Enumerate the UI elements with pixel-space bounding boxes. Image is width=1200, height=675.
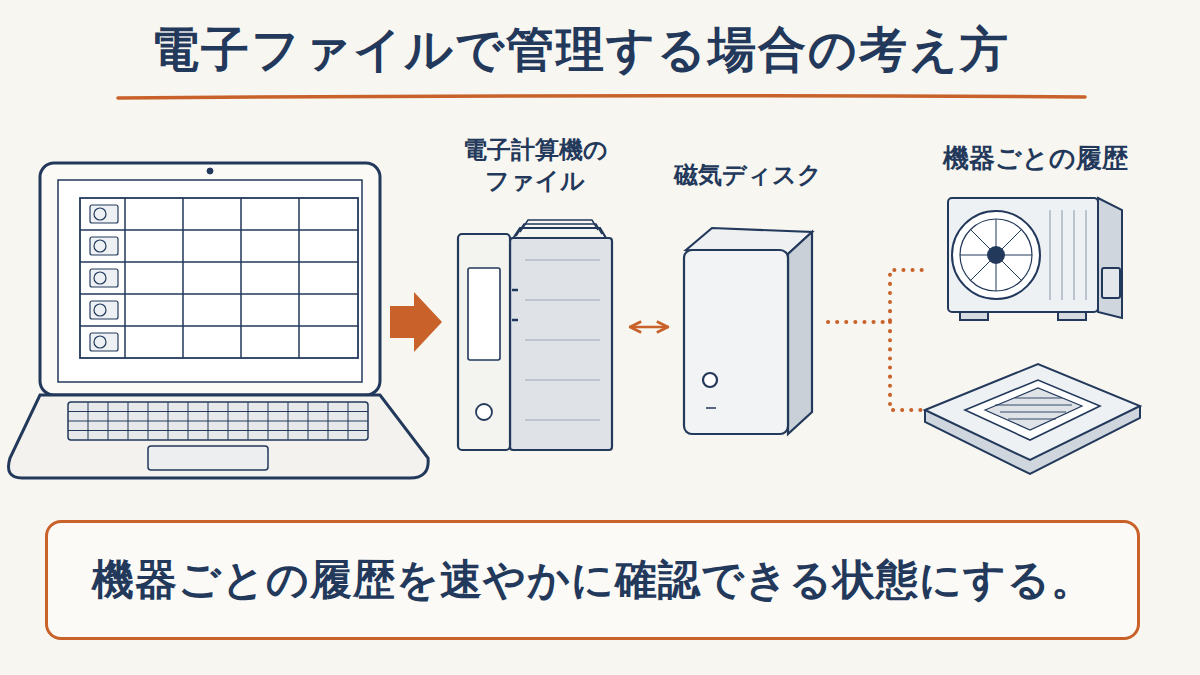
laptop-illustration-part <box>68 412 368 431</box>
diagram-title: 電子ファイルで管理する場合の考え方 <box>0 18 1160 82</box>
laptop-illustration-part-part <box>90 333 118 351</box>
outdoor-unit-illustration-part <box>952 211 1040 299</box>
disk-illustration-part <box>788 232 812 434</box>
binder-node: 電子計算機のファイル <box>440 135 630 455</box>
binder-illustration-part <box>476 404 492 420</box>
cassette-unit-illustration-part <box>925 364 1140 460</box>
outdoor-unit-illustration-part <box>1058 312 1086 320</box>
laptop-illustration-part-part <box>90 269 118 287</box>
node-label: 機器ごとの履歴 <box>930 142 1140 176</box>
cassette-unit-illustration <box>925 364 1140 474</box>
outdoor-unit-illustration-part <box>1098 198 1122 318</box>
laptop-illustration-part-part <box>90 301 118 319</box>
branch-line-part <box>890 322 930 410</box>
dotted-link <box>828 270 930 322</box>
binder-illustration-part <box>468 268 500 360</box>
binder-illustration <box>458 220 612 450</box>
laptop-illustration-part <box>68 402 368 440</box>
laptop-illustration-part-part <box>94 272 106 284</box>
cassette-unit-illustration-part <box>985 388 1082 430</box>
history-node: 機器ごとの履歴 <box>930 142 1140 482</box>
outdoor-unit-illustration-part <box>960 312 988 320</box>
summary-box: 機器ごとの履歴を速やかに確認できる状態にする。 <box>45 520 1140 640</box>
outdoor-unit-illustration-part <box>948 198 1098 312</box>
node-label: 磁気ディスク <box>668 160 828 191</box>
disk-illustration <box>684 228 812 434</box>
laptop-illustration-part <box>9 395 429 478</box>
branch-line <box>890 322 930 410</box>
cassette-unit-illustration-part <box>995 398 1072 419</box>
cassette-unit-illustration-part <box>965 380 1100 440</box>
laptop-illustration-part <box>90 205 118 351</box>
laptop-illustration <box>9 163 429 478</box>
binder-illustration-part <box>510 238 612 450</box>
disk-node: 磁気ディスク <box>668 160 828 440</box>
laptop-illustration-part <box>80 198 358 358</box>
disk-illustration-part <box>684 250 788 434</box>
laptop-illustration-part <box>148 446 268 470</box>
flow-arrow <box>390 292 442 352</box>
binder-illustration-part <box>512 290 518 320</box>
laptop-illustration-part <box>88 402 348 440</box>
summary-text: 機器ごとの履歴を速やかに確認できる状態にする。 <box>63 553 1123 608</box>
outdoor-unit-illustration-part <box>1102 268 1120 298</box>
outdoor-unit-illustration-part <box>960 219 1032 291</box>
laptop-illustration-part-part <box>94 208 106 220</box>
title-underline-part <box>118 96 1085 98</box>
laptop-illustration-part <box>58 180 362 382</box>
laptop-illustration-part <box>207 168 213 174</box>
outdoor-unit-illustration <box>948 198 1122 320</box>
disk-illustration-part <box>703 373 717 387</box>
laptop-illustration-part-part <box>94 304 106 316</box>
laptop-illustration-part-part <box>90 205 118 223</box>
laptop-illustration-part-part <box>94 336 106 348</box>
laptop-illustration-part <box>80 230 358 326</box>
binder-illustration-part <box>458 234 510 450</box>
laptop-illustration-part-part <box>94 240 106 252</box>
outdoor-unit-illustration-part <box>1050 210 1086 300</box>
laptop-illustration-part-part <box>90 237 118 255</box>
binder-illustration-part <box>520 220 598 232</box>
laptop-illustration-part <box>125 198 299 358</box>
double-arrow <box>630 326 668 329</box>
node-label: 電子計算機のファイル <box>460 135 610 197</box>
flow-arrow-part <box>390 292 442 352</box>
laptop-illustration-part <box>40 163 380 395</box>
disk-illustration-part <box>706 407 716 409</box>
title-underline <box>118 96 1085 98</box>
binder-illustration-part <box>525 260 600 420</box>
binder-illustration-part <box>516 224 602 236</box>
outdoor-unit-illustration-part <box>960 219 1032 291</box>
